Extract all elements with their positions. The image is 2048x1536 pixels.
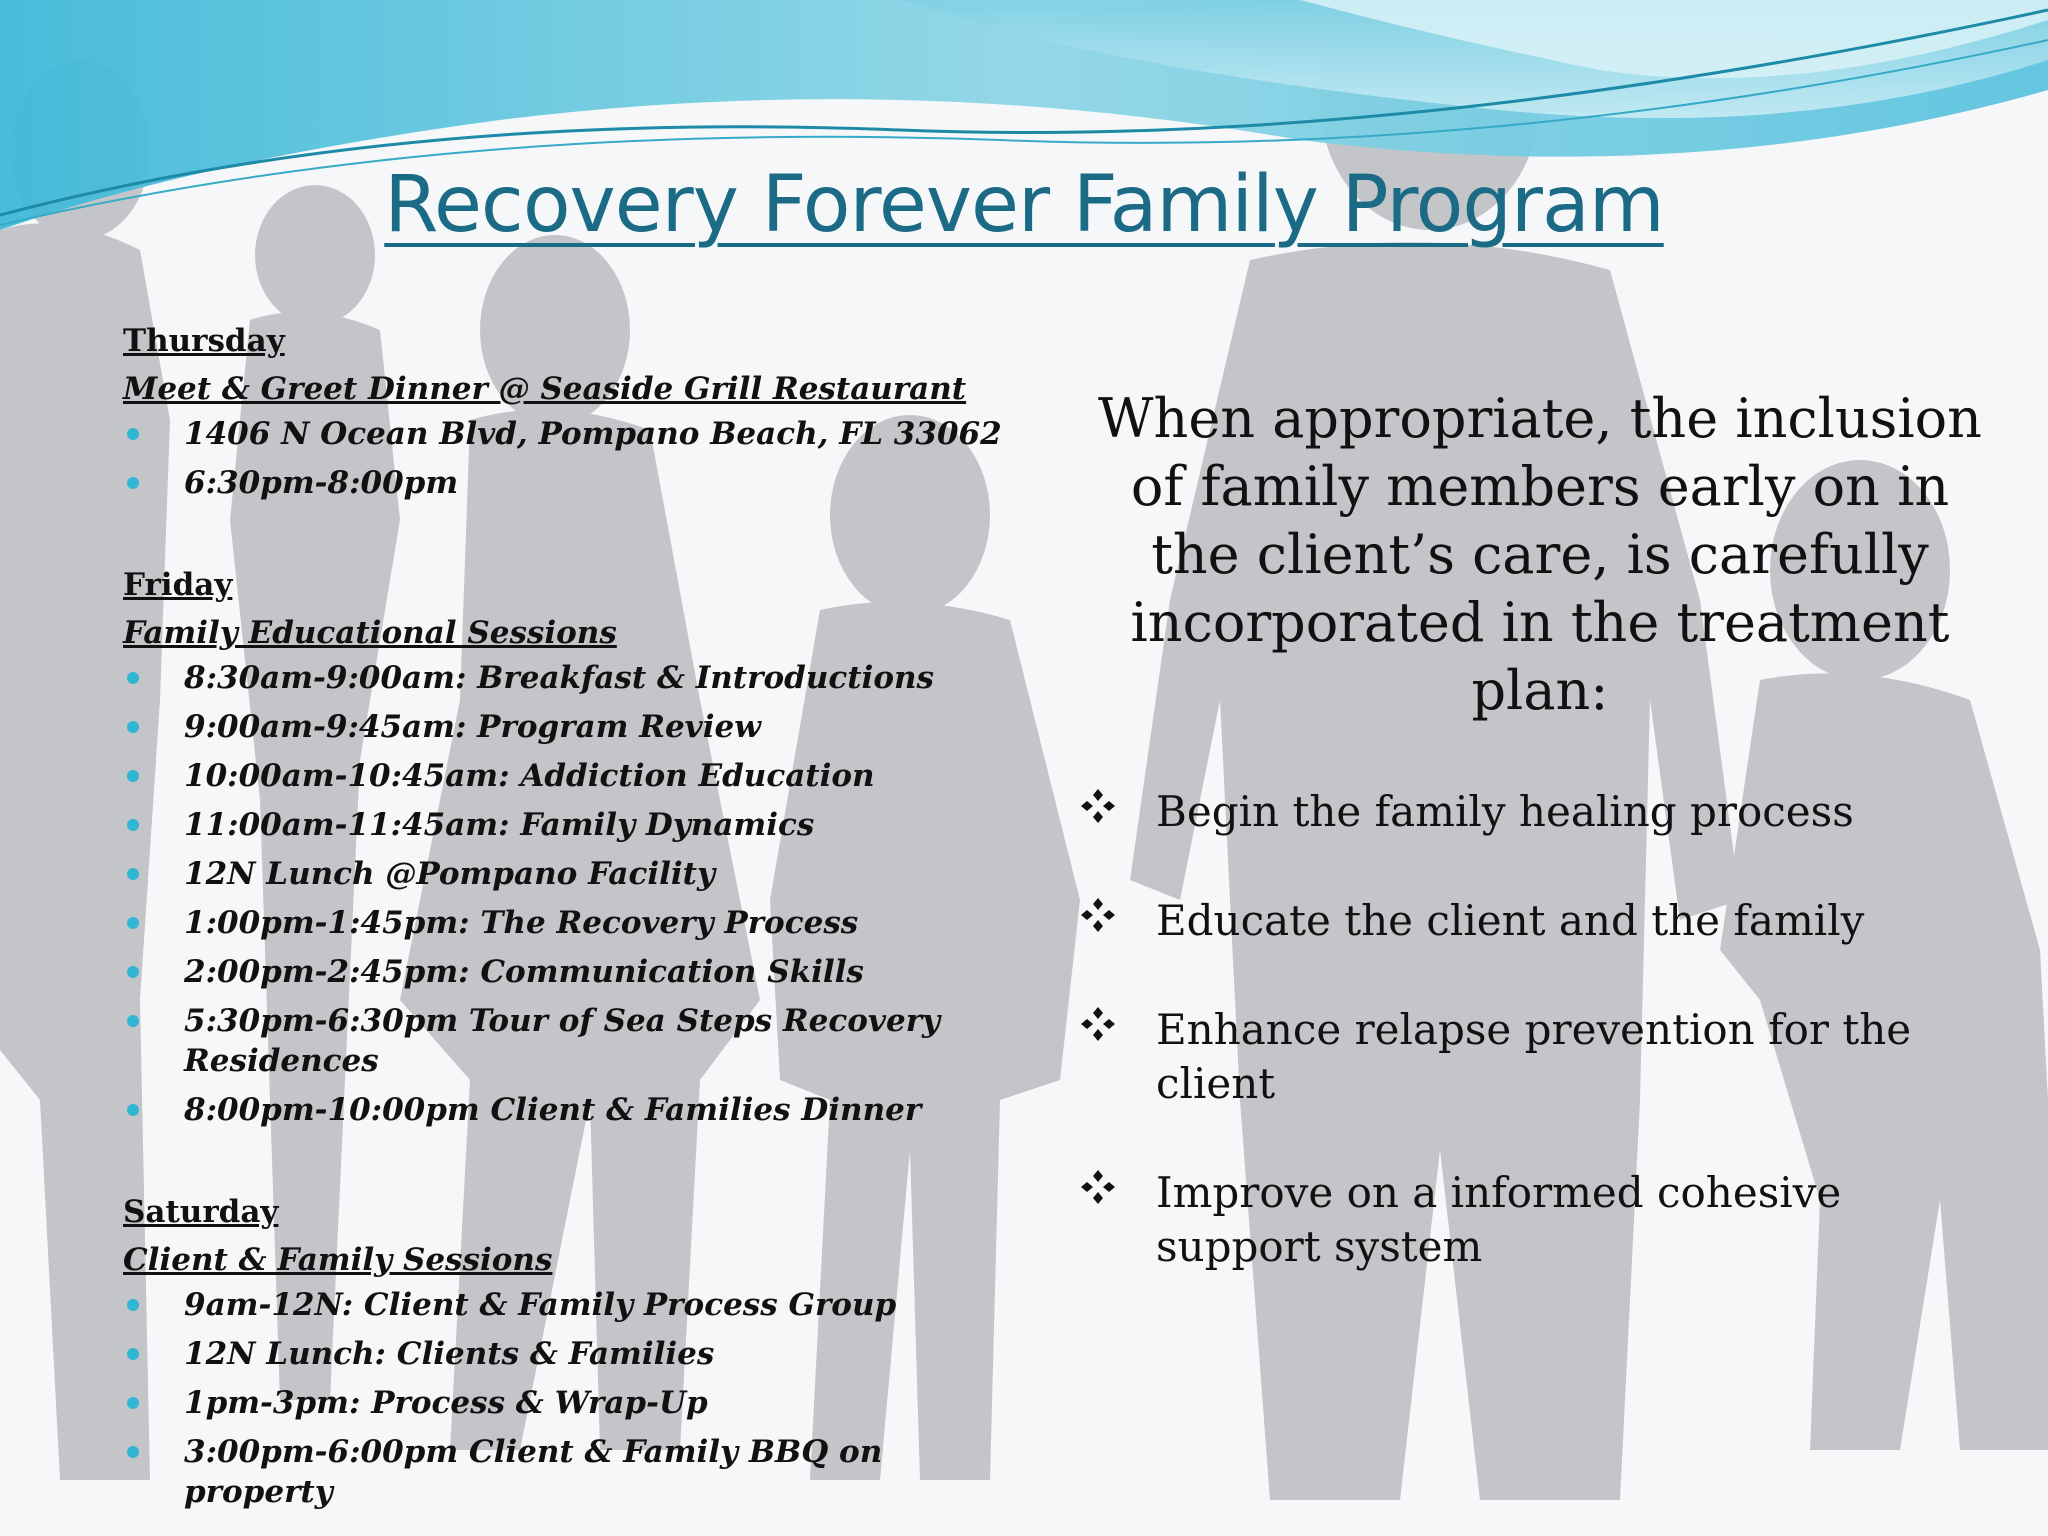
goal-item: Enhance relapse prevention for the clien…: [1080, 1003, 2000, 1111]
title-text: Recovery Forever Family Program: [384, 160, 1664, 250]
goal-item: Begin the family healing process: [1080, 785, 2000, 839]
bullet-icon: [127, 1397, 139, 1409]
day-heading-friday: Friday: [123, 567, 233, 603]
goals-list: Begin the family healing process Educate…: [1080, 785, 2000, 1274]
list-item: 6:30pm-8:00pm: [123, 463, 1004, 503]
bullet-icon: [127, 477, 139, 489]
list-item: 9am-12N: Client & Family Process Group: [123, 1285, 1004, 1325]
day-heading-thursday: Thursday: [123, 323, 285, 359]
diamond-bullet-icon: [1081, 1170, 1115, 1204]
bullet-icon: [127, 428, 139, 440]
bullet-icon: [127, 1015, 139, 1027]
event-heading-friday: Family Educational Sessions: [123, 615, 617, 651]
list-item: 11:00am-11:45am: Family Dynamics: [123, 805, 1004, 845]
bullet-icon: [127, 672, 139, 684]
schedule-column: Thursday Meet & Greet Dinner @ Seaside G…: [123, 318, 1023, 1521]
list-item: 8:30am-9:00am: Breakfast & Introductions: [123, 658, 1004, 698]
bullet-icon: [127, 1104, 139, 1116]
list-item: 9:00am-9:45am: Program Review: [123, 707, 1004, 747]
list-item: 12N Lunch: Clients & Families: [123, 1334, 1004, 1374]
list-item: 8:00pm-10:00pm Client & Families Dinner: [123, 1090, 1004, 1130]
goals-column: When appropriate, the inclusion of famil…: [1080, 385, 2000, 1329]
bullet-icon: [127, 868, 139, 880]
bullet-icon: [127, 966, 139, 978]
list-item: 12N Lunch @Pompano Facility: [123, 854, 1004, 894]
bullet-icon: [127, 819, 139, 831]
thursday-list: 1406 N Ocean Blvd, Pompano Beach, FL 330…: [123, 414, 1023, 503]
bullet-icon: [127, 721, 139, 733]
saturday-list: 9am-12N: Client & Family Process Group 1…: [123, 1285, 1023, 1512]
intro-paragraph: When appropriate, the inclusion of famil…: [1098, 387, 1982, 722]
page-title: Recovery Forever Family Program: [0, 160, 2048, 250]
bullet-icon: [127, 917, 139, 929]
bullet-icon: [127, 1348, 139, 1360]
friday-list: 8:30am-9:00am: Breakfast & Introductions…: [123, 658, 1023, 1130]
list-item: 3:00pm-6:00pm Client & Family BBQ on pro…: [123, 1432, 1004, 1512]
event-heading-saturday: Client & Family Sessions: [123, 1242, 553, 1278]
day-heading-saturday: Saturday: [123, 1194, 279, 1230]
list-item: 2:00pm-2:45pm: Communication Skills: [123, 952, 1004, 992]
bullet-icon: [127, 770, 139, 782]
bullet-icon: [127, 1299, 139, 1311]
diamond-bullet-icon: [1081, 789, 1115, 823]
goal-item: Improve on a informed cohesive support s…: [1080, 1166, 2000, 1274]
list-item: 5:30pm-6:30pm Tour of Sea Steps Recovery…: [123, 1001, 1004, 1081]
diamond-bullet-icon: [1081, 1007, 1115, 1041]
list-item: 1406 N Ocean Blvd, Pompano Beach, FL 330…: [123, 414, 1004, 454]
list-item: 1:00pm-1:45pm: The Recovery Process: [123, 903, 1004, 943]
diamond-bullet-icon: [1081, 898, 1115, 932]
goal-item: Educate the client and the family: [1080, 894, 2000, 948]
list-item: 10:00am-10:45am: Addiction Education: [123, 756, 1004, 796]
bullet-icon: [127, 1446, 139, 1458]
event-heading-thursday: Meet & Greet Dinner @ Seaside Grill Rest…: [123, 371, 967, 407]
list-item: 1pm-3pm: Process & Wrap-Up: [123, 1383, 1004, 1423]
